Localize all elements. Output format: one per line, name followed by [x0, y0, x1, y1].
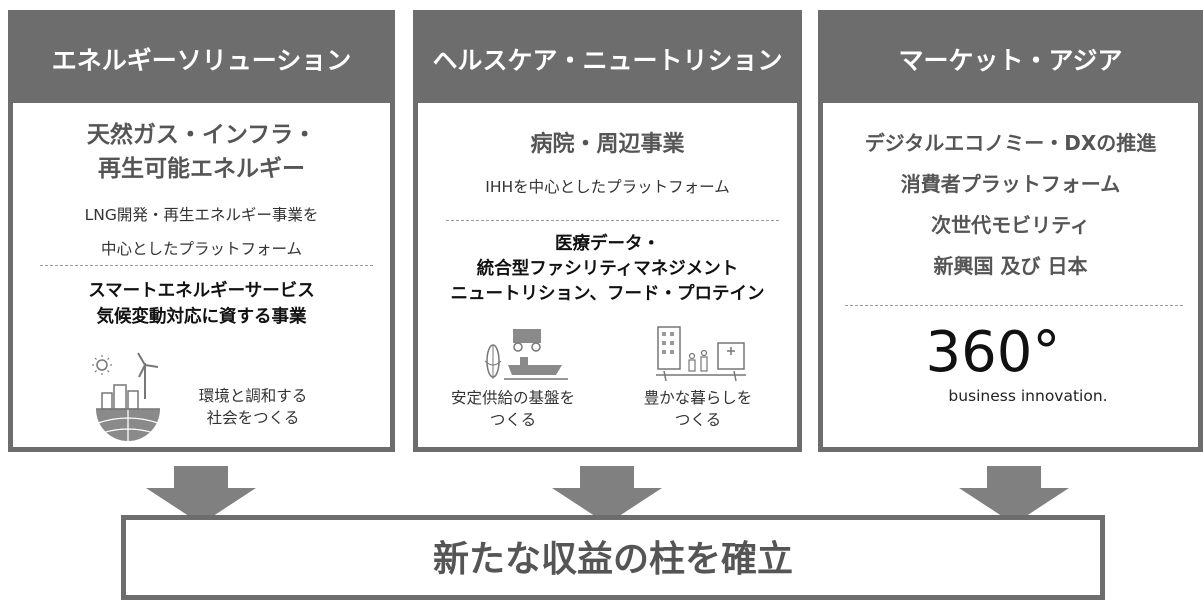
- column-header: ヘルスケア・ニュートリション: [418, 15, 797, 103]
- healthy-living-icon: [656, 326, 746, 382]
- column-healthcare-nutrition: ヘルスケア・ニュートリション 病院・周辺事業 IHHを中心としたプラットフォーム…: [413, 10, 802, 452]
- down-arrow-icon: [959, 466, 1069, 524]
- caption-right-line2: つくる: [674, 411, 722, 429]
- icon-caption-line1: 環境と調和する: [198, 387, 308, 405]
- column-desc: IHHを中心としたプラットフォーム: [485, 178, 730, 196]
- caption-right-line1: 豊かな暮らしを: [643, 389, 753, 407]
- conclusion-text: 新たな収益の柱を確立: [432, 539, 793, 580]
- down-arrow-icon: [146, 466, 256, 524]
- column-market-asia: マーケット・アジア デジタルエコノミー・DXの推進 消費者プラットフォーム 次世…: [818, 10, 1203, 452]
- divider: [40, 265, 373, 266]
- column-header: エネルギーソリューション: [13, 15, 390, 103]
- divider: [446, 220, 779, 221]
- column-bold-line3: ニュートリション、フード・プロテイン: [450, 284, 765, 304]
- icon-caption-line2: 社会をつくる: [206, 409, 300, 427]
- column-line3: 次世代モビリティ: [931, 213, 1090, 237]
- supply-chain-icon: [484, 329, 568, 380]
- column-desc-line1: LNG開発・再生エネルギー事業を: [84, 206, 319, 224]
- column-desc-line2: 中心としたプラットフォーム: [100, 240, 303, 258]
- column-line4: 新興国 及び 日本: [933, 254, 1088, 278]
- divider: [845, 305, 1183, 306]
- caption-left-line1: 安定供給の基盤を: [450, 389, 575, 407]
- column-line1: デジタルエコノミー・DXの推進: [864, 131, 1157, 155]
- column-header: マーケット・アジア: [823, 15, 1198, 103]
- tagline: business innovation.: [948, 387, 1108, 405]
- caption-left-line2: つくる: [489, 411, 537, 429]
- conclusion-box: 新たな収益の柱を確立: [121, 515, 1105, 600]
- column-title-line2: 再生可能エネルギー: [98, 156, 305, 182]
- column-title: 病院・周辺事業: [530, 132, 685, 157]
- column-title-line1: 天然ガス・インフラ・: [86, 122, 317, 148]
- big-number: 360°: [925, 320, 1061, 385]
- column-bold-line1: スマートエネルギーサービス: [88, 281, 315, 301]
- column-bold-line2: 統合型ファシリティマネジメント: [476, 259, 739, 279]
- column-line2: 消費者プラットフォーム: [900, 172, 1121, 196]
- down-arrow-icon: [552, 466, 662, 524]
- sustainable-city-icon: [92, 352, 160, 441]
- column-bold-line1: 医療データ・: [555, 234, 660, 254]
- column-bold-line2: 気候変動対応に資する事業: [96, 307, 307, 327]
- column-energy-solution: エネルギーソリューション 天然ガス・インフラ・ 再生可能エネルギー LNG開発・…: [8, 10, 395, 452]
